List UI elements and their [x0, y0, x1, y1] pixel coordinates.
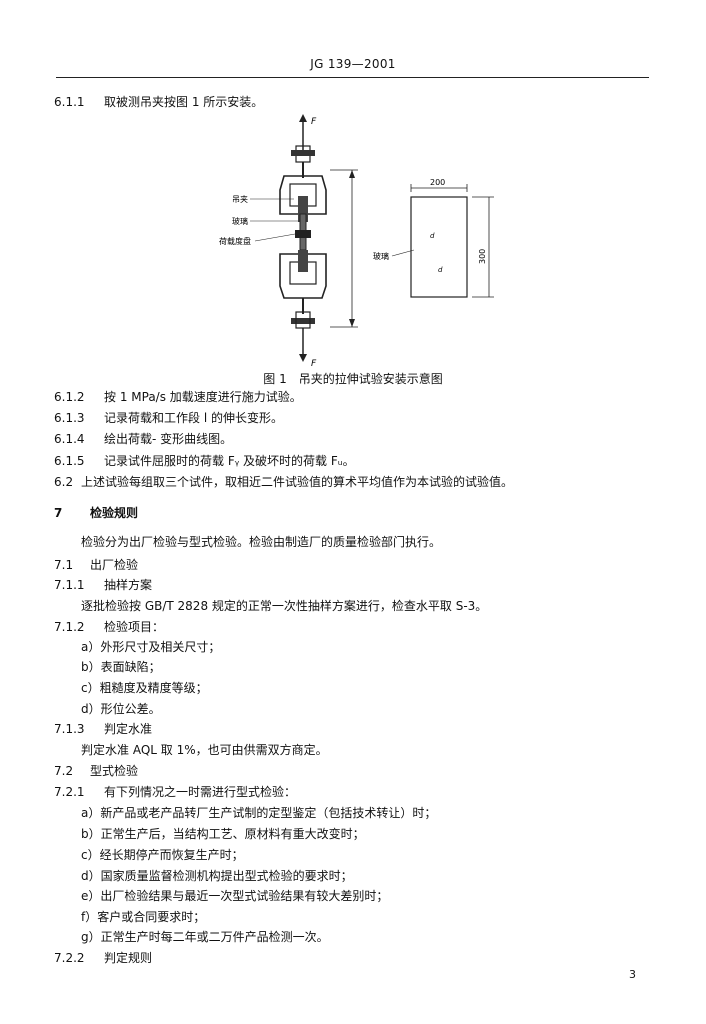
svg-text:d: d	[430, 232, 435, 240]
clause-number: 7.1.3	[54, 722, 85, 736]
clause-text: 判定水准	[104, 722, 153, 736]
clause-number: 7.2.1	[54, 785, 85, 799]
clause-number: 6.1.4	[54, 432, 85, 446]
paragraph-line: a）新产品或老产品转厂生产试制的定型鉴定（包括技术转让）时；	[81, 806, 437, 820]
force-top-label: F	[311, 117, 317, 127]
force-bottom-label: F	[311, 359, 317, 369]
clause-text: 抽样方案	[104, 578, 153, 592]
panel-label: 玻璃	[373, 251, 389, 261]
figure-1-diagram: F F 吊夹 玻璃 荷载度盘 200 300 d d 玻璃	[219, 114, 494, 369]
clause-number: 6.1.5	[54, 454, 85, 468]
svg-text:d: d	[438, 266, 443, 274]
loadblock-label: 荷载度盘	[219, 236, 251, 246]
dim-height-label: 300	[478, 249, 487, 264]
paragraph-line: c）经长期停产而恢复生产时；	[81, 848, 244, 862]
dim-width-label: 200	[430, 178, 445, 187]
paragraph-line: c）粗糙度及精度等级；	[81, 681, 208, 695]
clause-number: 6.1.2	[54, 390, 85, 404]
clause-number: 7.1.1	[54, 578, 85, 592]
clause-text: 判定规则	[104, 951, 153, 965]
clause-text: 出厂检验	[90, 558, 139, 572]
clamp-label: 吊夹	[232, 194, 248, 204]
page-number: 3	[629, 968, 636, 981]
clause-number: 6.1.1	[54, 95, 85, 109]
clause-text: 记录荷载和工作段 l 的伸长变形。	[104, 411, 283, 425]
clause-text: 上述试验每组取三个试件，取相近二件试验值的算术平均值作为本试验的试验值。	[81, 475, 514, 489]
clause-text: 有下列情况之一时需进行型式检验：	[104, 785, 297, 799]
paragraph-line: 逐批检验按 GB/T 2828 规定的正常一次性抽样方案进行，检查水平取 S-3…	[81, 599, 488, 613]
paragraph-line: f）客户或合同要求时；	[81, 910, 206, 924]
paragraph-line: a）外形尺寸及相关尺寸；	[81, 640, 221, 654]
clause-text: 型式检验	[90, 764, 139, 778]
clause-number: 7.2.2	[54, 951, 85, 965]
clause-number: 6.2	[54, 475, 74, 489]
clause-number: 7.2	[54, 764, 74, 778]
clause-number: 6.1.3	[54, 411, 85, 425]
paragraph-line: d）形位公差。	[81, 702, 161, 716]
clause-number: 7.1	[54, 558, 74, 572]
clause-number: 7.1.2	[54, 620, 85, 634]
paragraph-line: e）出厂检验结果与最近一次型式试验结果有较大差别时；	[81, 889, 389, 903]
clause-text: 取被测吊夹按图 1 所示安装。	[104, 95, 264, 109]
paragraph-line: b）正常生产后，当结构工艺、原材料有重大改变时；	[81, 827, 365, 841]
page-header: JG 139—2001	[310, 57, 396, 71]
clause-number: 7	[54, 506, 63, 520]
clause-text: 记录试件屈服时的荷载 Fᵧ 及破坏时的荷载 Fᵤ。	[104, 454, 355, 468]
paragraph-line: 检验分为出厂检验与型式检验。检验由制造厂的质量检验部门执行。	[81, 535, 442, 549]
paragraph-line: g）正常生产时每二年或二万件产品检测一次。	[81, 930, 329, 944]
paragraph-line: 判定水准 AQL 取 1%，也可由供需双方商定。	[81, 743, 328, 757]
clause-text: 检验项目：	[104, 620, 165, 634]
glass-label: 玻璃	[232, 216, 248, 226]
header-rule	[56, 77, 649, 78]
clause-text: 按 1 MPa/s 加载速度进行施力试验。	[104, 390, 302, 404]
paragraph-line: b）表面缺陷；	[81, 660, 161, 674]
clause-text: 检验规则	[90, 506, 139, 520]
paragraph-line: d）国家质量监督检测机构提出型式检验的要求时；	[81, 869, 353, 883]
clause-text: 绘出荷载- 变形曲线图。	[104, 432, 233, 446]
figure-caption: 图 1 吊夹的拉伸试验安装示意图	[263, 372, 443, 386]
